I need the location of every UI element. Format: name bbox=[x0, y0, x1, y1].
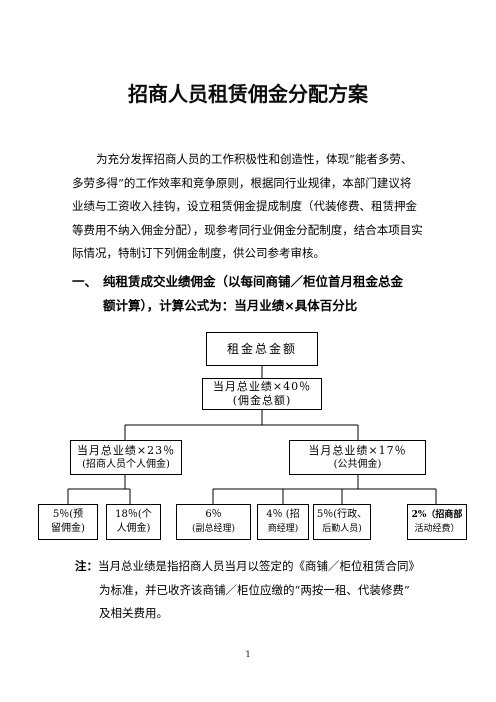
box-personal-commission: 当月总业绩×23％ (招商人员个人佣金) bbox=[70, 440, 182, 475]
intro-paragraph: 为充分发挥招商人员的工作积极性和创造性，体现“能者多劳、 多劳多得”的工作效率和… bbox=[72, 148, 444, 266]
box-deputy-gm: 6％ (副总经理) bbox=[176, 504, 251, 540]
box-public-commission: 当月总业绩×17％ (公共佣金) bbox=[289, 440, 426, 475]
note-paragraph: 注：当月总业绩是指招商人员当月以签定的《商铺／柜位租赁合同》 为标准，并已收齐该… bbox=[75, 555, 455, 626]
box-event-funds: 2%（招商部 活动经费） bbox=[407, 504, 467, 540]
document-title: 招商人员租赁佣金分配方案 bbox=[128, 82, 368, 106]
box-commission-total: 当月总业绩×40％ (佣金总额) bbox=[202, 378, 322, 410]
box-deputy-line2: (副总经理) bbox=[191, 524, 236, 534]
box-events-line1: 2%（招商部 bbox=[411, 510, 463, 520]
box-admin-line1: 5％(行政、 bbox=[316, 509, 368, 520]
note-line1: 注：当月总业绩是指招商人员当月以签定的《商铺／柜位租赁合同》 bbox=[75, 555, 455, 579]
box-admin-line2: 后勤人员) bbox=[322, 524, 362, 534]
intro-line: 为充分发挥招商人员的工作积极性和创造性，体现“能者多劳、 bbox=[96, 152, 413, 166]
box-commission-total-formula: 当月总业绩×40％ bbox=[212, 380, 312, 393]
box-personal-formula: 当月总业绩×23％ bbox=[76, 443, 176, 457]
box-manager-line2: 商经理) bbox=[267, 524, 299, 534]
box-rent-total-label: 租金总金额 bbox=[226, 342, 297, 356]
section-number: 一、 bbox=[72, 274, 98, 289]
box-individual-line1: 18％(个 bbox=[115, 509, 152, 520]
section-heading-line1: 一、纯租赁成交业绩佣金（以每间商铺／柜位首月租金总金 bbox=[72, 270, 403, 294]
box-admin-staff: 5％(行政、 后勤人员) bbox=[313, 504, 371, 540]
note-line2: 为标准，并已收齐该商铺／柜位应缴的“两按一租、代装修费” bbox=[99, 582, 410, 597]
intro-line: 多劳多得”的工作效率和竞争原则，根据同行业规律，本部门建议将 bbox=[72, 175, 412, 190]
box-events-line2: 活动经费） bbox=[414, 524, 460, 534]
box-reserve-line2: 留佣金) bbox=[51, 523, 85, 534]
box-personal-caption: (招商人员个人佣金) bbox=[82, 458, 170, 470]
section-heading-text: 纯租赁成交业绩佣金（以每间商铺／柜位首月租金总金 bbox=[103, 274, 404, 289]
box-rent-total: 租金总金额 bbox=[206, 332, 318, 366]
intro-line: 等费用不纳入佣金分配），现参考同行业佣金分配制度，结合本项目实 bbox=[72, 222, 423, 237]
box-manager-line1: 4％ (招 bbox=[266, 509, 300, 520]
page-number: 1 bbox=[245, 650, 251, 659]
box-deputy-line1: 6％ bbox=[205, 509, 222, 520]
section-heading-line2: 额计算），计算公式为：当月业绩×具体百分比 bbox=[103, 298, 358, 313]
box-public-caption: (公共佣金) bbox=[333, 458, 382, 470]
intro-line: 业绩与工资收入挂钩，设立租赁佣金提成制度（代装修费、租赁押金 bbox=[72, 199, 417, 213]
note-text: 当月总业绩是指招商人员当月以签定的《商铺／柜位租赁合同》 bbox=[98, 559, 420, 573]
section-heading: 一、纯租赁成交业绩佣金（以每间商铺／柜位首月租金总金 额计算），计算公式为：当月… bbox=[72, 270, 403, 318]
box-leasing-manager: 4％ (招 商经理) bbox=[257, 504, 309, 540]
intro-line: 际情况，特制订下列佣金制度，供公司参考审核。 bbox=[72, 246, 325, 260]
box-reserve-line1: 5％(预 bbox=[52, 509, 84, 520]
box-public-formula: 当月总业绩×17％ bbox=[308, 443, 407, 457]
box-reserve-commission: 5％(预 留佣金) bbox=[38, 504, 98, 540]
box-individual-commission: 18％(个 人佣金) bbox=[106, 504, 161, 540]
note-label: 注： bbox=[75, 559, 98, 573]
box-individual-line2: 人佣金) bbox=[116, 523, 151, 534]
note-line3: 及相关费用。 bbox=[99, 606, 168, 620]
box-commission-total-caption: (佣金总额) bbox=[232, 394, 292, 407]
